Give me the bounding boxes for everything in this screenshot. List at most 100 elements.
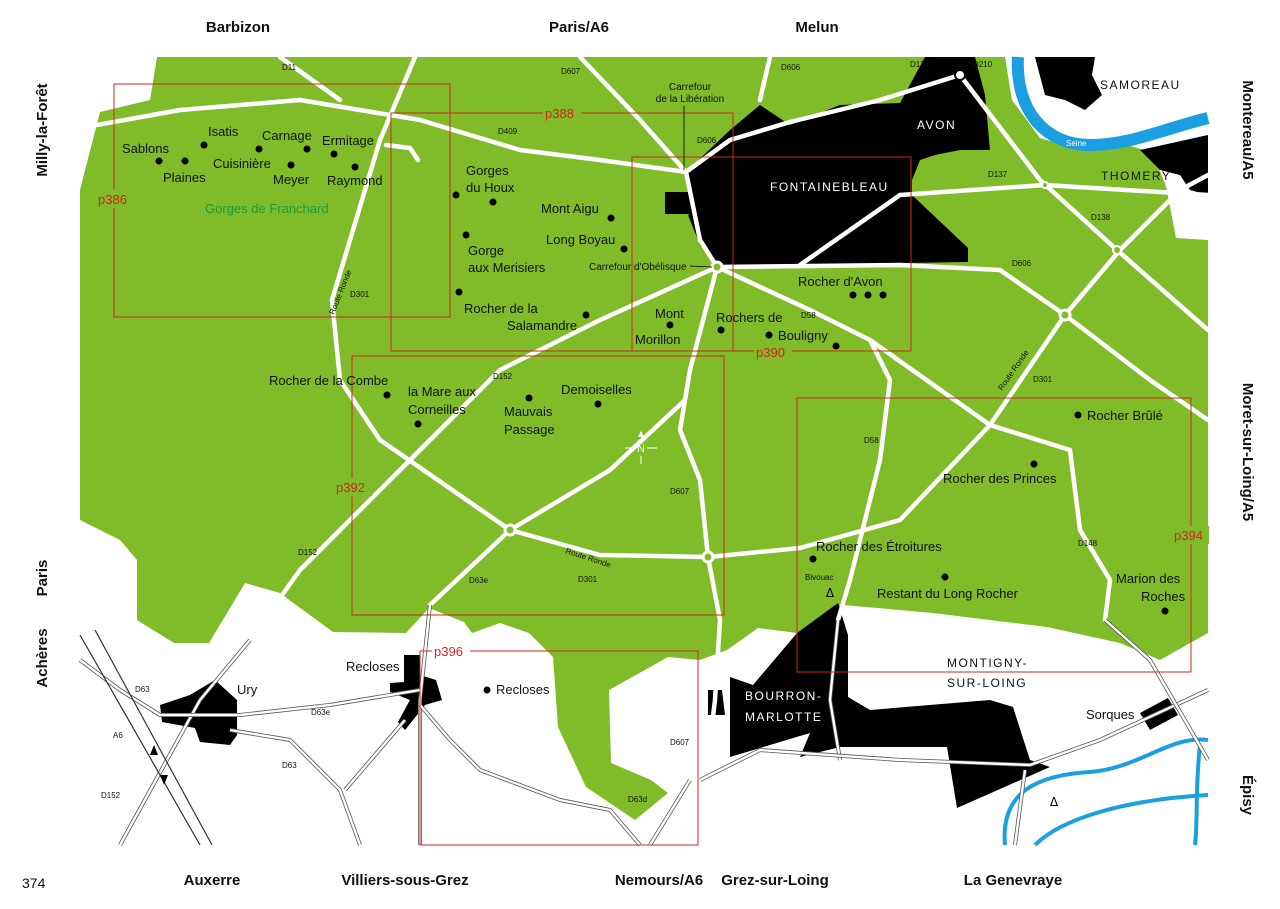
page-ref-p390[interactable]: p390 bbox=[756, 345, 785, 360]
road-d63d: D63d bbox=[628, 795, 647, 804]
ury-area bbox=[160, 680, 237, 745]
road-d11: D11 bbox=[282, 63, 297, 72]
page-ref-p388[interactable]: p388 bbox=[545, 106, 574, 121]
page-ref-p392[interactable]: p392 bbox=[336, 480, 365, 495]
edge-genevraye: La Genevraye bbox=[964, 872, 1062, 889]
samoreau-area bbox=[1035, 57, 1102, 110]
site-isatis: Isatis bbox=[208, 124, 239, 139]
site-gorges-franchard: Gorges de Franchard bbox=[205, 201, 329, 216]
site-demoiselles: Demoiselles bbox=[561, 382, 632, 397]
town-thomery: THOMERY bbox=[1101, 169, 1171, 183]
site-salamandre-1: Rocher de la bbox=[464, 301, 538, 316]
road-d152-south: D152 bbox=[101, 791, 121, 800]
edge-barbizon: Barbizon bbox=[206, 19, 270, 36]
site-markers bbox=[155, 141, 1169, 694]
site-mont-aigu: Mont Aigu bbox=[541, 201, 599, 216]
edge-episy: Épisy bbox=[1239, 775, 1256, 816]
site-marion-1: Marion des bbox=[1116, 571, 1181, 586]
road-d137: D137 bbox=[988, 170, 1008, 179]
site-cuisiniere: Cuisinière bbox=[213, 156, 271, 171]
road-d152-west: D152 bbox=[298, 548, 318, 557]
site-meyer: Meyer bbox=[273, 172, 310, 187]
road-d63e-south: D63e bbox=[311, 708, 331, 717]
outer-roads bbox=[78, 604, 1210, 847]
edge-paris: Paris bbox=[34, 560, 51, 597]
road-d409: D409 bbox=[498, 127, 518, 136]
road-a6: A6 bbox=[113, 731, 123, 740]
town-samoreau: SAMOREAU bbox=[1100, 78, 1181, 92]
site-morillon-1: Mont bbox=[655, 306, 684, 321]
road-d606-east: D606 bbox=[1012, 259, 1032, 268]
bivouac-label: Bivouac bbox=[805, 573, 833, 582]
page-ref-p394[interactable]: p394 bbox=[1174, 528, 1203, 543]
road-d63-west: D63 bbox=[135, 685, 150, 694]
road-d152-north: D152 bbox=[493, 372, 513, 381]
road-d137-north: D137 bbox=[910, 60, 930, 69]
road-d301-west: D301 bbox=[350, 290, 370, 299]
road-d210: D210 bbox=[973, 60, 993, 69]
edge-melun: Melun bbox=[795, 19, 838, 36]
site-salamandre-2: Salamandre bbox=[507, 318, 577, 333]
site-houx-1: Gorges bbox=[466, 163, 509, 178]
road-d606: D606 bbox=[697, 136, 717, 145]
edge-paris-a6: Paris/A6 bbox=[549, 19, 609, 36]
town-bourron-2: MARLOTTE bbox=[745, 710, 822, 724]
seine-label: Seine bbox=[1066, 139, 1087, 148]
edge-auxerre: Auxerre bbox=[184, 872, 241, 889]
town-montigny-1: MONTIGNY- bbox=[947, 656, 1028, 670]
town-fontainebleau: FONTAINEBLEAU bbox=[770, 180, 889, 194]
site-recloses: Recloses bbox=[496, 682, 550, 697]
site-mare-2: Corneilles bbox=[408, 402, 466, 417]
road-d607-middle: D607 bbox=[670, 487, 690, 496]
site-mauvais-1: Mauvais bbox=[504, 404, 553, 419]
edge-nemours: Nemours/A6 bbox=[615, 872, 703, 889]
road-d301-east: D301 bbox=[1033, 375, 1053, 384]
road-d606-north: D606 bbox=[781, 63, 801, 72]
site-sablons: Sablons bbox=[122, 141, 169, 156]
edge-acheres: Achères bbox=[34, 628, 51, 687]
road-d63-south: D63 bbox=[282, 761, 297, 770]
road-d607-north: D607 bbox=[561, 67, 581, 76]
page-ref-p386[interactable]: p386 bbox=[98, 192, 127, 207]
site-combe: Rocher de la Combe bbox=[269, 373, 388, 388]
site-rocher-avon: Rocher d'Avon bbox=[798, 274, 883, 289]
road-d58-south: D58 bbox=[864, 436, 879, 445]
site-merisiers-1: Gorge bbox=[468, 243, 504, 258]
north-arrow-icon: N bbox=[625, 431, 657, 464]
carrefour-liberation-1: Carrefour bbox=[669, 82, 712, 93]
town-sorques: Sorques bbox=[1086, 707, 1135, 722]
bivouac-tent-icon: Δ bbox=[826, 586, 835, 600]
road-d607-south: D607 bbox=[670, 738, 690, 747]
bourron-marlotte-area bbox=[708, 603, 1050, 808]
roads bbox=[77, 54, 1211, 848]
town-bourron-1: BOURRON- bbox=[745, 689, 822, 703]
fontainebleau-area bbox=[665, 57, 990, 266]
road-d138: D138 bbox=[1091, 213, 1111, 222]
site-rocher-princes: Rocher des Princes bbox=[943, 471, 1057, 486]
page-ref-p396[interactable]: p396 bbox=[434, 644, 463, 659]
site-marion-2: Roches bbox=[1141, 589, 1186, 604]
site-carnage: Carnage bbox=[262, 128, 312, 143]
site-bouligny-1: Rochers de bbox=[716, 310, 782, 325]
road-d148: D148 bbox=[1078, 539, 1098, 548]
site-long-rocher: Restant du Long Rocher bbox=[877, 586, 1019, 601]
site-rocher-brule: Rocher Brûlé bbox=[1087, 408, 1163, 423]
seine-river bbox=[1011, 56, 1210, 152]
site-mauvais-2: Passage bbox=[504, 422, 555, 437]
carrefour-obelisque: Carrefour d'Obélisque bbox=[589, 262, 687, 273]
site-bouligny-2: Bouligny bbox=[778, 328, 828, 343]
site-houx-2: du Houx bbox=[466, 180, 515, 195]
loing-river bbox=[1002, 737, 1209, 847]
edge-grez: Grez-sur-Loing bbox=[721, 872, 829, 889]
page-number: 374 bbox=[22, 875, 46, 891]
edge-moret: Moret-sur-Loing/A5 bbox=[1239, 383, 1256, 521]
edge-montereau: Montereau/A5 bbox=[1239, 80, 1256, 179]
site-long-boyau: Long Boyau bbox=[546, 232, 615, 247]
edge-milly: Milly-la-Forêt bbox=[34, 83, 51, 176]
site-plaines: Plaines bbox=[163, 170, 206, 185]
site-ermitage: Ermitage bbox=[322, 133, 374, 148]
road-d58-north: D58 bbox=[801, 311, 816, 320]
carrefour-liberation-2: de la Libération bbox=[656, 94, 724, 105]
site-etroitures: Rocher des Étroitures bbox=[816, 539, 942, 554]
